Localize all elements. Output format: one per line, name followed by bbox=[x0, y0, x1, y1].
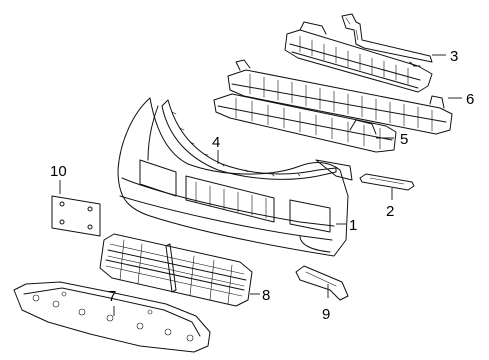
callout-1: 1 bbox=[349, 217, 357, 234]
callout-8: 8 bbox=[262, 287, 270, 304]
callout-5: 5 bbox=[400, 131, 408, 148]
part-8-grille-shutter bbox=[99, 233, 253, 307]
part-4-fascia-strip bbox=[161, 99, 337, 180]
callout-9: 9 bbox=[322, 306, 330, 323]
part-1-bumper-fascia bbox=[117, 97, 353, 257]
callout-7: 7 bbox=[108, 288, 116, 305]
callout-2: 2 bbox=[386, 203, 394, 220]
callout-3: 3 bbox=[450, 48, 458, 65]
leader-lines bbox=[59, 54, 462, 316]
callout-labels: 1 2 3 4 5 6 7 8 9 10 bbox=[50, 48, 474, 323]
callout-6: 6 bbox=[466, 91, 474, 108]
part-2-trim bbox=[359, 173, 415, 191]
callout-10: 10 bbox=[50, 163, 67, 180]
part-7-splash-shield bbox=[13, 281, 211, 353]
part-5-absorber-lower bbox=[213, 93, 397, 153]
part-10-license-bracket bbox=[51, 195, 101, 237]
callout-4: 4 bbox=[212, 134, 220, 151]
part-9-bracket bbox=[295, 265, 349, 301]
part-6-absorber bbox=[227, 59, 453, 135]
part-3-reinforcement bbox=[284, 13, 433, 93]
